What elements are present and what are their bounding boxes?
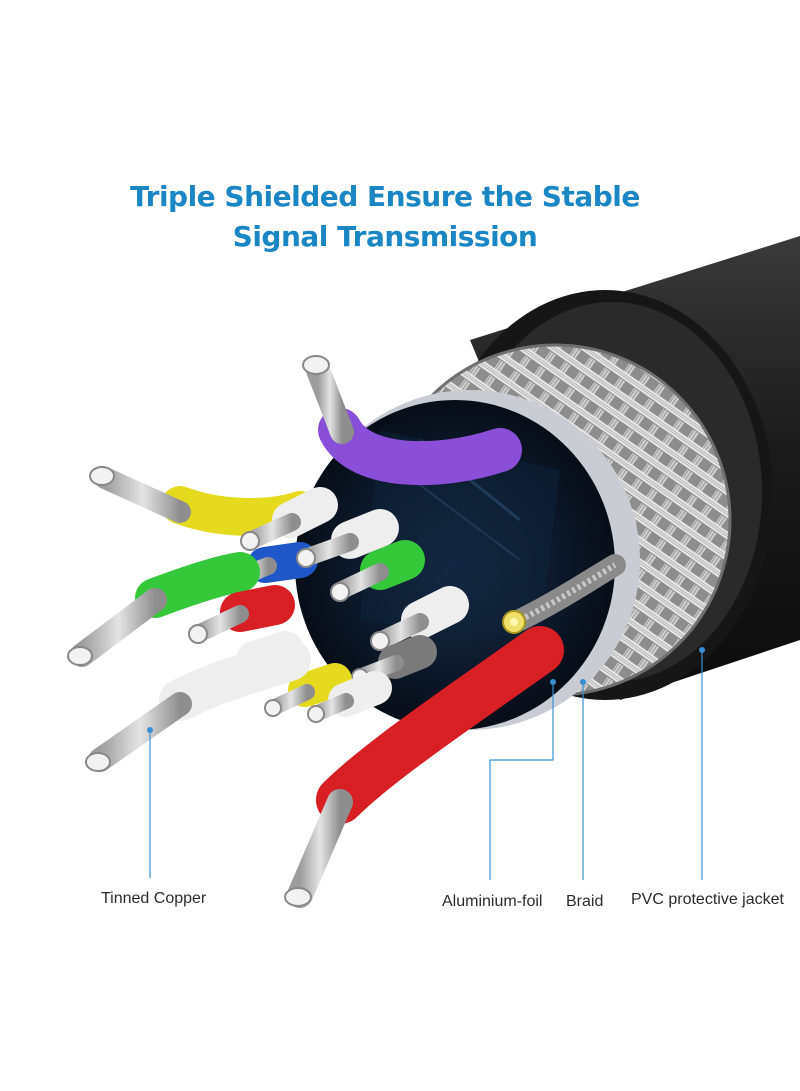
braid-label: Braid: [566, 893, 604, 910]
green-wire-right: [330, 540, 425, 602]
white-wire-small: [307, 671, 392, 723]
tinned-copper-label: Tinned Copper: [101, 890, 207, 907]
purple-wire: [302, 355, 522, 486]
aluminium-foil-label: Aluminium-foil: [442, 893, 543, 910]
braid-strands: [509, 554, 626, 631]
headline-line-2: Signal Transmission: [232, 220, 538, 253]
red-wire-inner: [188, 585, 295, 644]
white-wire-large: [85, 639, 311, 772]
drain-wire: [502, 610, 526, 634]
green-wire-left: [67, 552, 260, 667]
white-wire-right: [370, 586, 469, 651]
white-wire-top: [240, 487, 338, 551]
yellow-wire: [89, 466, 319, 536]
white-wire-mid: [296, 509, 399, 568]
pvc-jacket-label: PVC protective jacket: [631, 891, 784, 908]
red-wire-outer: [284, 626, 564, 908]
leader-lines: [147, 647, 705, 880]
headline-line-1: Triple Shielded Ensure the Stable: [130, 180, 640, 213]
yellow-wire-small: [264, 663, 352, 717]
